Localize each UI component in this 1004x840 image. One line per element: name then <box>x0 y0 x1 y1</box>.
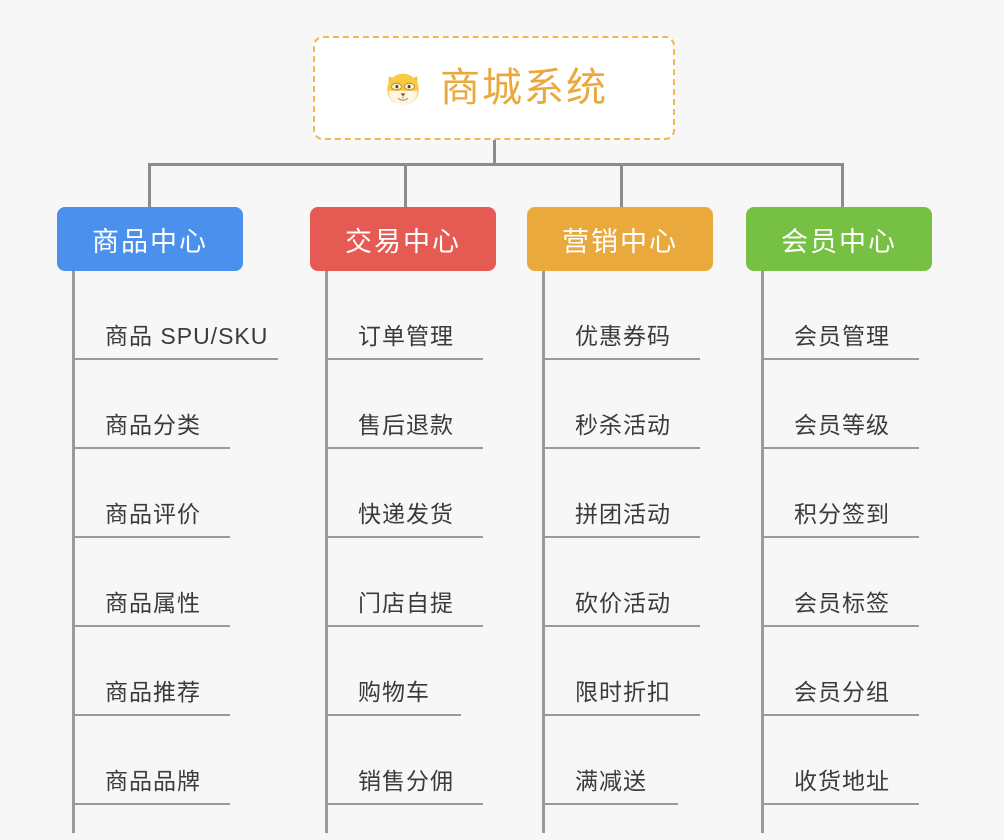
column-member-center: 会员中心 会员管理 会员等级 积分签到 会员标签 会员分组 <box>746 207 932 833</box>
leaf-label: 购物车 <box>358 679 430 705</box>
leaf-underline <box>72 358 278 360</box>
column-spine <box>325 271 328 833</box>
leaf-label: 会员标签 <box>794 590 890 616</box>
leaf-label: 秒杀活动 <box>575 412 671 438</box>
column-spine <box>72 271 75 833</box>
leaf-underline <box>542 447 700 449</box>
leaf-underline <box>325 536 483 538</box>
leaf-underline <box>542 625 700 627</box>
column-spine <box>761 271 764 833</box>
leaf-label: 商品评价 <box>105 501 201 527</box>
leaf-underline <box>325 625 483 627</box>
leaf-underline <box>761 536 919 538</box>
leaf-label: 会员等级 <box>794 412 890 438</box>
connector-drop-trade-center <box>404 163 407 208</box>
category-header-label: 交易中心 <box>345 226 461 257</box>
root-node-shop-system[interactable]: 商城系统 <box>313 36 675 140</box>
leaf-label: 商品品牌 <box>105 768 201 794</box>
leaf-underline <box>761 625 919 627</box>
leaf-label: 商品属性 <box>105 590 201 616</box>
connector-drop-member-center <box>841 163 844 208</box>
category-header-member-center[interactable]: 会员中心 <box>746 207 932 271</box>
leaf-underline <box>761 358 919 360</box>
connector-horizontal-bus <box>148 163 844 166</box>
leaf-label: 积分签到 <box>794 501 890 527</box>
leaf-label: 会员分组 <box>794 679 890 705</box>
category-header-product-center[interactable]: 商品中心 <box>57 207 243 271</box>
leaf-underline <box>72 714 230 716</box>
category-header-trade-center[interactable]: 交易中心 <box>310 207 496 271</box>
leaf-underline <box>325 447 483 449</box>
shiba-dog-face-icon <box>387 73 419 106</box>
leaf-label: 订单管理 <box>358 323 454 349</box>
leaf-underline <box>325 803 483 805</box>
leaf-label: 门店自提 <box>358 590 454 616</box>
leaf-label: 满减送 <box>575 768 647 794</box>
leaf-label: 拼团活动 <box>575 501 671 527</box>
leaf-label: 会员管理 <box>794 323 890 349</box>
leaf-label: 售后退款 <box>358 412 454 438</box>
leaf-underline <box>325 714 461 716</box>
category-header-label: 会员中心 <box>781 226 897 257</box>
leaf-label: 收货地址 <box>794 768 890 794</box>
leaf-label: 砍价活动 <box>575 590 671 616</box>
leaf-underline <box>72 803 230 805</box>
leaf-label: 商品 SPU/SKU <box>105 323 269 349</box>
leaf-underline <box>761 803 919 805</box>
leaf-underline <box>72 625 230 627</box>
column-marketing-center: 营销中心 优惠券码 秒杀活动 拼团活动 砍价活动 限时折扣 <box>527 207 713 833</box>
leaf-underline <box>72 536 230 538</box>
column-product-center: 商品中心 商品 SPU/SKU 商品分类 商品评价 商品属性 商品推荐 <box>57 207 278 833</box>
leaf-underline <box>325 358 483 360</box>
connector-drop-product-center <box>148 163 151 208</box>
category-header-marketing-center[interactable]: 营销中心 <box>527 207 713 271</box>
category-header-label: 营销中心 <box>562 226 678 257</box>
column-trade-center: 交易中心 订单管理 售后退款 快递发货 门店自提 购物车 <box>310 207 496 833</box>
leaf-underline <box>542 536 700 538</box>
connector-drop-marketing-center <box>620 163 623 208</box>
leaf-label: 销售分佣 <box>358 768 454 794</box>
leaf-underline <box>542 803 678 805</box>
leaf-underline <box>761 447 919 449</box>
leaf-label: 优惠券码 <box>575 323 671 349</box>
leaf-label: 商品推荐 <box>105 679 201 705</box>
leaf-label: 商品分类 <box>105 412 201 438</box>
leaf-label: 快递发货 <box>358 501 454 527</box>
root-node-title: 商城系统 <box>440 66 608 110</box>
leaf-underline <box>542 714 700 716</box>
leaf-label: 限时折扣 <box>575 679 671 705</box>
leaf-underline <box>761 714 919 716</box>
connector-root-stem <box>493 140 496 165</box>
column-spine <box>542 271 545 833</box>
leaf-underline <box>72 447 230 449</box>
category-header-label: 商品中心 <box>92 226 208 257</box>
leaf-underline <box>542 358 700 360</box>
